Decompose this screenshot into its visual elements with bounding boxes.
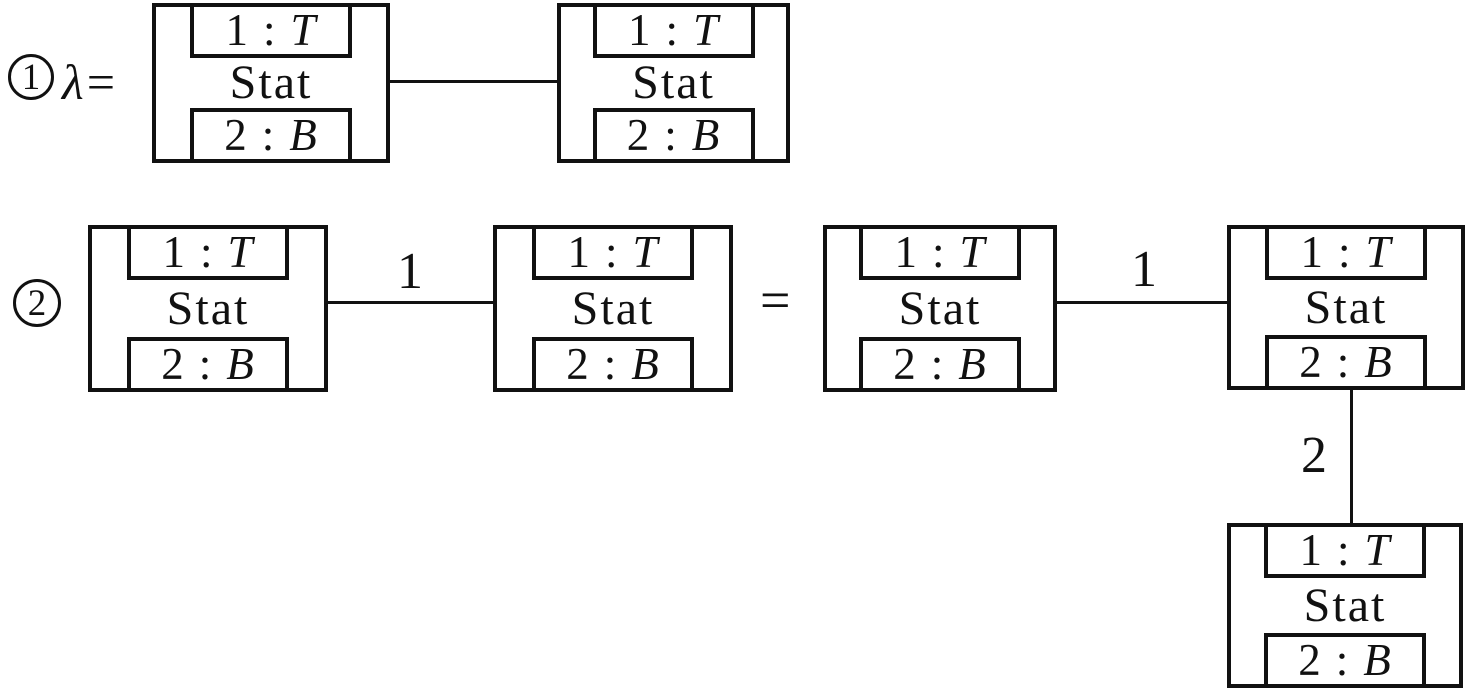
port-type: T <box>959 227 986 277</box>
node-top-port: 1: T <box>190 3 352 58</box>
port-type: T <box>290 5 317 55</box>
node-label: Stat <box>166 281 250 335</box>
node-label: Stat <box>571 281 655 335</box>
port-number: 2 <box>224 110 248 160</box>
port-separator: : <box>665 5 679 55</box>
node-top-port: 1: T <box>532 225 694 280</box>
node-bottom-port: 2: B <box>592 108 755 163</box>
port-separator: : <box>199 227 214 277</box>
graph-node: Stat 1: T 2: B <box>557 3 790 163</box>
node-top-port: 1: T <box>859 225 1021 280</box>
port-separator: : <box>604 227 619 277</box>
node-bottom-port: 2: B <box>127 337 289 392</box>
graph-node: Stat 1: T 2: B <box>823 225 1057 392</box>
node-bottom-port: 2: B <box>190 108 352 163</box>
port-separator: : <box>931 227 946 277</box>
port-type: T <box>227 227 254 277</box>
node-top-port: 1: T <box>1265 225 1427 280</box>
port-number: 2 <box>566 339 590 389</box>
equals-sign: = <box>760 270 791 330</box>
node-label: Stat <box>1303 578 1387 632</box>
port-number: 1 <box>162 227 186 277</box>
port-number: 1 <box>627 5 652 55</box>
port-number: 2 <box>626 110 651 160</box>
port-type: T <box>692 5 720 55</box>
node-label: Stat <box>632 56 715 109</box>
node-bottom-port: 2: B <box>859 337 1021 392</box>
marker-number: 1 <box>21 56 41 98</box>
circled-marker-2: 2 <box>13 279 61 327</box>
node-top-port: 1: T <box>592 3 755 58</box>
port-number: 1 <box>1299 525 1323 575</box>
edge-line-horizontal <box>1057 301 1227 304</box>
port-number: 1 <box>567 227 591 277</box>
edge-line-vertical <box>1350 388 1353 525</box>
port-separator: : <box>1336 525 1351 575</box>
port-number: 1 <box>225 5 249 55</box>
port-number: 2 <box>893 339 917 389</box>
node-label: Stat <box>898 281 982 335</box>
port-number: 1 <box>1300 227 1324 277</box>
circled-marker-1: 1 <box>8 54 54 100</box>
port-type: B <box>691 110 721 160</box>
port-type: B <box>631 339 660 389</box>
port-number: 2 <box>1298 635 1322 685</box>
port-separator: : <box>1336 337 1351 387</box>
port-separator: : <box>603 339 618 389</box>
port-type: T <box>632 227 659 277</box>
graph-node: Stat 1: T 2: B <box>1227 523 1463 688</box>
edge-label: 1 <box>1131 241 1157 298</box>
port-separator: : <box>1335 635 1350 685</box>
port-type: B <box>226 339 255 389</box>
port-type: T <box>1364 525 1391 575</box>
port-type: B <box>958 339 987 389</box>
node-top-port: 1: T <box>1264 523 1426 578</box>
port-number: 2 <box>161 339 185 389</box>
node-label: Stat <box>229 56 313 109</box>
node-label: Stat <box>1304 280 1388 334</box>
node-bottom-port: 2: B <box>532 337 694 392</box>
edge-label: 1 <box>397 243 423 300</box>
lambda-equals-label: λ= <box>62 54 118 110</box>
edge-line-horizontal <box>328 301 493 304</box>
port-type: B <box>1364 337 1393 387</box>
node-top-port: 1: T <box>127 225 289 280</box>
port-separator: : <box>198 339 213 389</box>
node-bottom-port: 2: B <box>1265 335 1427 390</box>
graph-node: Stat 1: T 2: B <box>1227 225 1465 390</box>
node-bottom-port: 2: B <box>1264 633 1426 688</box>
port-separator: : <box>930 339 945 389</box>
port-separator: : <box>664 110 678 160</box>
edge-label: 2 <box>1301 427 1327 484</box>
graph-node: Stat 1: T 2: B <box>152 3 390 163</box>
port-number: 1 <box>894 227 918 277</box>
marker-number: 2 <box>27 282 47 324</box>
port-type: B <box>289 110 318 160</box>
edge-line-horizontal <box>390 80 557 83</box>
port-type: T <box>1365 227 1392 277</box>
port-separator: : <box>1337 227 1352 277</box>
port-separator: : <box>262 5 277 55</box>
graph-node: Stat 1: T 2: B <box>88 225 328 392</box>
port-number: 2 <box>1299 337 1323 387</box>
port-type: B <box>1363 635 1392 685</box>
port-separator: : <box>261 110 276 160</box>
graph-node: Stat 1: T 2: B <box>493 225 733 392</box>
